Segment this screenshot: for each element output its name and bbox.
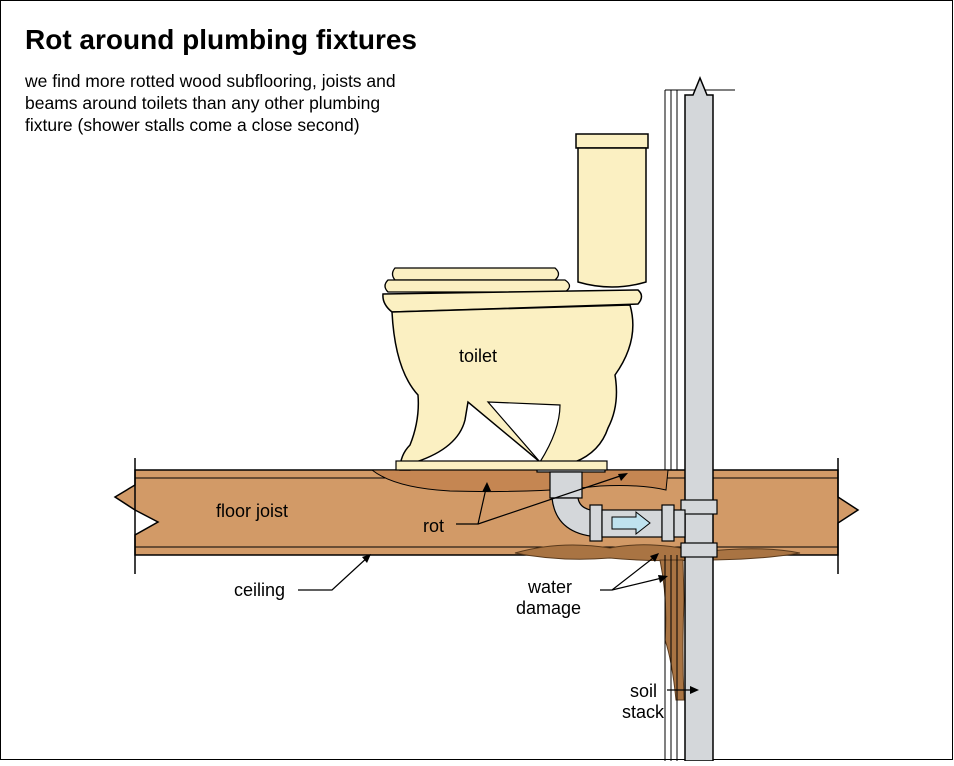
arrowhead-icon [362, 554, 371, 563]
arrowhead-icon [482, 482, 491, 492]
flow-arrow-icon [611, 510, 651, 536]
toilet-rim [382, 289, 643, 313]
leader-lines [298, 473, 695, 691]
arrowhead-icon [690, 686, 699, 694]
arrowhead-icon [618, 473, 628, 481]
arrowhead-icon [658, 575, 668, 583]
description-line-3: fixture (shower stalls come a close seco… [25, 115, 360, 135]
diagram-title: Rot around plumbing fixtures [25, 24, 417, 55]
label-toilet: toilet [459, 346, 497, 366]
toilet-bowl [391, 304, 634, 471]
label-rot: rot [423, 516, 444, 536]
toilet-seat [384, 279, 571, 293]
label-soil-stack-2: stack [622, 702, 665, 722]
description-line-2: beams around toilets than any other plum… [25, 93, 380, 113]
rot-leader-2 [477, 473, 627, 525]
water-leader-2 [611, 576, 667, 591]
toilet [382, 133, 649, 471]
label-floor-joist: floor joist [216, 501, 288, 521]
soil-stack-pipe [680, 76, 718, 762]
water-drip [659, 559, 685, 701]
rot-area [370, 469, 669, 493]
toilet-base [395, 460, 608, 471]
label-water-damage-2: damage [516, 598, 581, 618]
arrowhead-icon [650, 553, 659, 562]
description-line-1: we find more rotted wood subflooring, jo… [24, 71, 396, 91]
ceiling-leader [298, 555, 370, 591]
arrowheads [362, 473, 699, 694]
tank-lid [575, 133, 649, 149]
label-soil-stack-1: soil [630, 681, 657, 701]
wall-framing [664, 89, 735, 761]
toilet-lid [391, 267, 560, 281]
label-water-damage-1: water [527, 577, 572, 597]
toilet-tank [577, 147, 647, 288]
water-damage-stain [514, 544, 801, 562]
label-ceiling: ceiling [234, 580, 285, 600]
